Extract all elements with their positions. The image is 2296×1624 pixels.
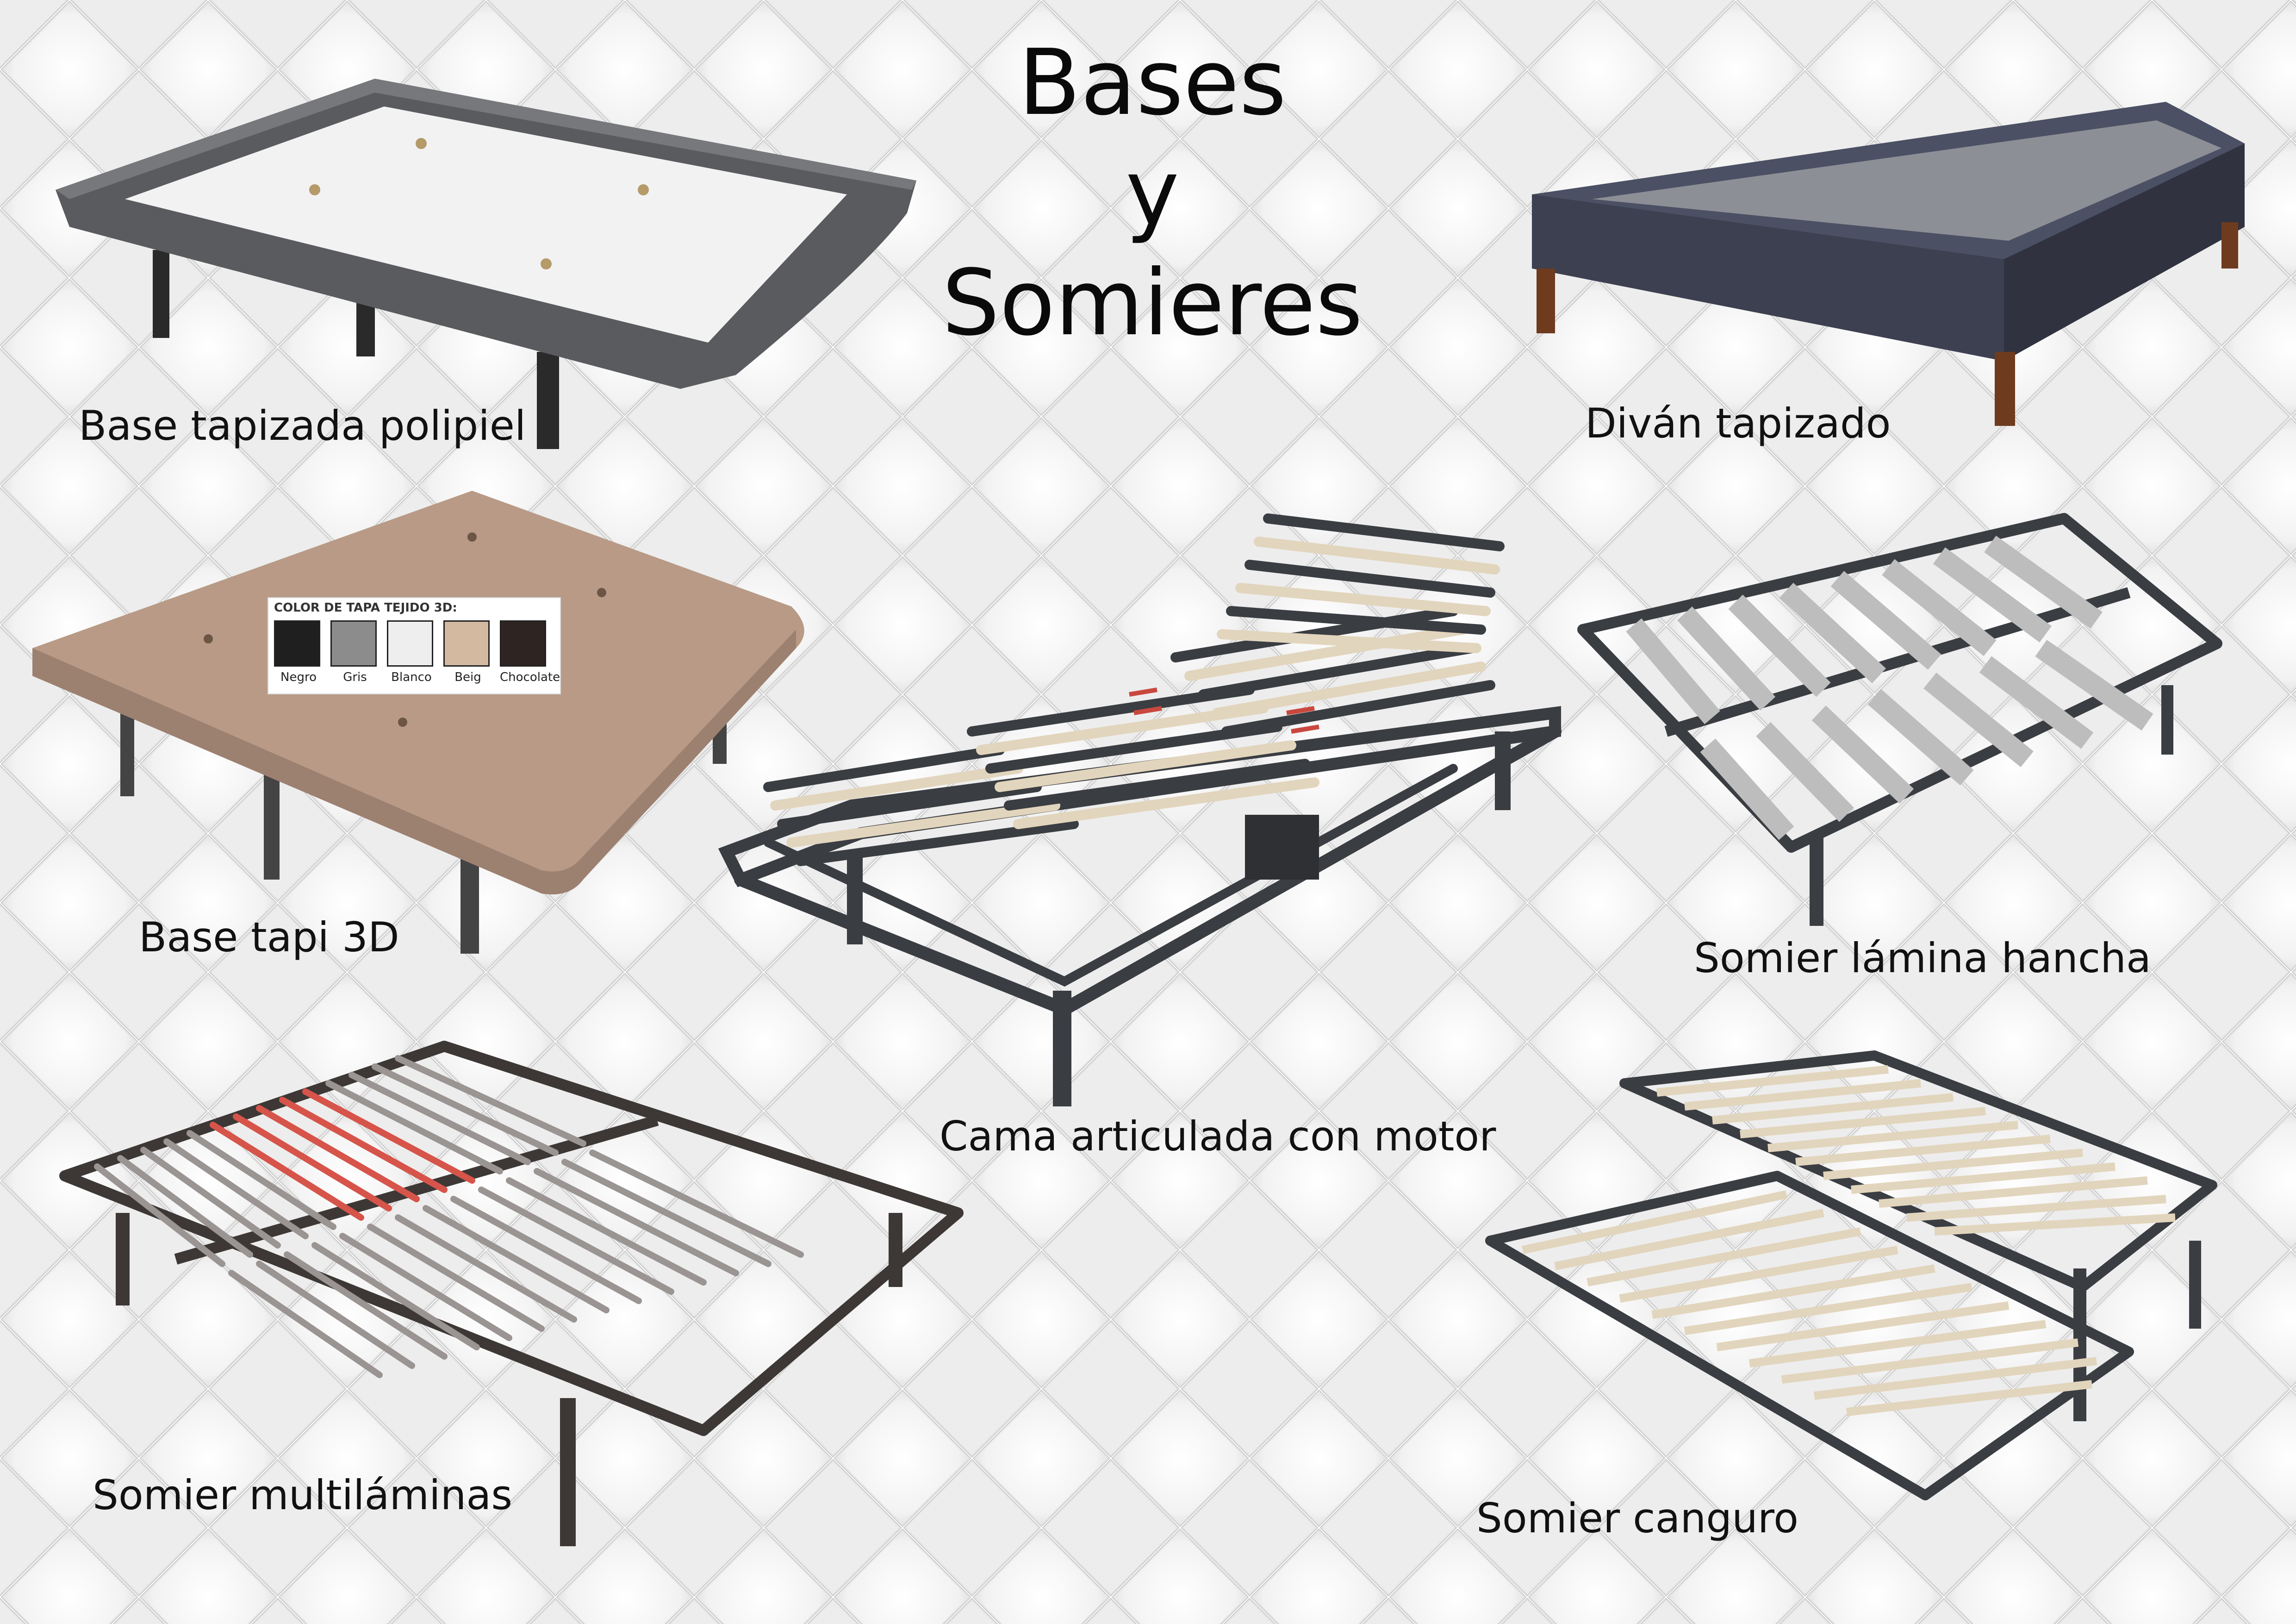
label-somier-lamina-ancha: Somier lámina hancha [1694, 934, 2151, 982]
swatch-color-box [387, 620, 433, 667]
title-line-1: Bases [1018, 30, 1287, 136]
product-image-somier-canguro [1481, 1046, 2277, 1505]
title-line-2: y [1126, 140, 1179, 246]
product-image-base-3d [28, 481, 824, 954]
swatch-beig: Beig [443, 620, 492, 684]
swatch-color-box [274, 620, 320, 667]
swatch-color-box [443, 620, 490, 667]
swatch-label: Chocolate [500, 670, 560, 684]
label-divan: Diván tapizado [1585, 400, 1891, 447]
swatch-color-box [330, 620, 377, 667]
product-image-cama-articulada [713, 491, 1574, 1106]
label-somier-canguro: Somier canguro [1476, 1494, 1798, 1542]
label-base-3d: Base tapi 3D [139, 913, 399, 961]
swatch-label: Beig [454, 670, 481, 684]
swatch-chocolate: Chocolate [500, 620, 560, 684]
product-image-divan [1518, 93, 2259, 426]
label-base-polipiel: Base tapizada polipiel [79, 402, 526, 450]
swatch-blanco: Blanco [387, 620, 436, 684]
product-image-somier-lamina-ancha [1574, 509, 2231, 935]
color-swatch-panel: COLOR DE TAPA TEJIDO 3D: Negro Gris Blan… [268, 597, 561, 694]
page-title: Bases y Somieres [921, 28, 1384, 358]
swatch-label: Blanco [391, 670, 432, 684]
product-image-base-polipiel [51, 74, 930, 463]
product-image-somier-multilaminas [56, 1037, 967, 1551]
swatch-label: Negro [280, 670, 317, 684]
title-line-3: Somieres [942, 250, 1363, 356]
swatch-title: COLOR DE TAPA TEJIDO 3D: [274, 601, 457, 615]
swatch-label: Gris [343, 670, 367, 684]
swatch-gris: Gris [330, 620, 380, 684]
label-cama-articulada: Cama articulada con motor [940, 1112, 1496, 1160]
swatch-color-box [500, 620, 546, 667]
swatch-negro: Negro [274, 620, 323, 684]
label-somier-multilaminas: Somier multiláminas [93, 1471, 513, 1519]
